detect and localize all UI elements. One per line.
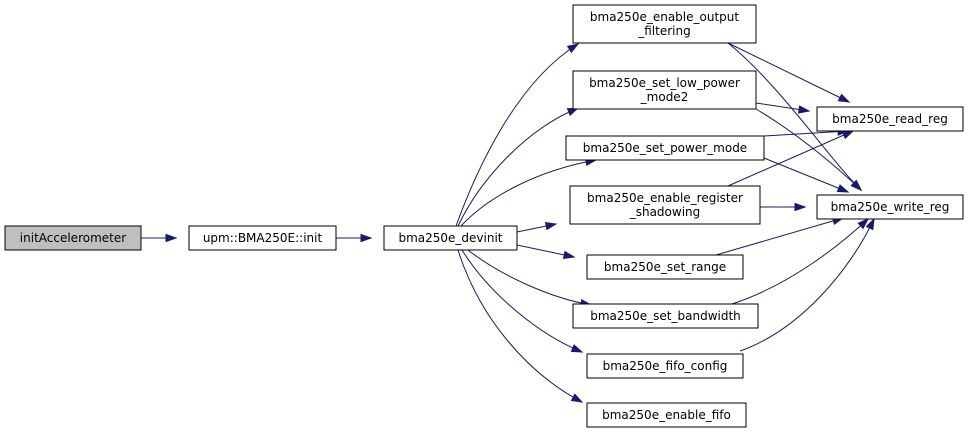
arrowhead-icon [857,217,870,230]
node-set_low_power_mode2[interactable]: bma250e_set_low_power_mode2 [572,70,757,110]
arrowhead-icon [165,233,178,243]
edge-line [467,249,592,306]
node-box[interactable] [383,225,518,251]
node-label: bma250e_set_bandwidth [590,309,741,323]
edge-initAccelerometer-to-init [141,233,178,243]
node-label: bma250e_devinit [398,231,502,245]
node-set_power_mode[interactable]: bma250e_set_power_mode [565,135,765,161]
node-label: bma250e_write_reg [831,200,950,214]
edge-set_bandwidth-to-write_reg [731,217,870,305]
arrowhead-icon [841,130,855,140]
node-box[interactable] [586,353,744,379]
node-box[interactable] [816,106,964,132]
node-box[interactable] [586,254,744,280]
edge-line [460,159,597,227]
node-fifo_config[interactable]: bma250e_fifo_config [586,353,744,379]
node-box[interactable] [565,135,765,161]
edge-devinit-to-enable_output_filtering [455,43,580,227]
arrowhead-icon [797,105,811,114]
arrowhead-icon [850,179,863,192]
edge-line [763,130,849,137]
node-label: initAccelerometer [20,231,126,245]
edge-devinit-to-set_low_power_mode2 [457,107,580,227]
node-enable_register_shadowing[interactable]: bma250e_enable_register_shadowing [569,185,761,225]
node-label: bma250e_set_power_mode [583,141,747,155]
arrowhead-icon [837,93,851,103]
arrowhead-icon [360,233,373,243]
node-label: bma250e_fifo_config [603,359,728,373]
node-box[interactable] [572,70,757,110]
node-label: bma250e_read_reg [832,112,948,126]
node-label: bma250e_set_range [604,260,726,274]
arrowhead-icon [570,344,584,353]
edge-enable_output_filtering-to-read_reg [727,42,851,103]
edge-line [461,249,583,353]
node-label: upm::BMA250E::init [203,231,323,245]
node-set_range[interactable]: bma250e_set_range [586,254,744,280]
edge-set_low_power_mode2-to-write_reg [755,108,863,192]
arrowhead-icon [836,184,850,193]
edge-devinit-to-set_bandwidth [467,249,593,308]
node-box[interactable] [569,185,761,225]
edge-set_low_power_mode2-to-read_reg [755,102,811,114]
edge-line [715,217,844,256]
node-box[interactable] [4,225,142,251]
node-box[interactable] [572,4,757,44]
edge-line [727,42,850,103]
arrowhead-icon [570,393,584,403]
node-label: _shadowing [629,205,701,219]
node-label: bma250e_enable_output [590,10,739,24]
node-label: _mode2 [640,90,689,104]
edge-line [731,218,869,305]
edge-line [727,42,862,191]
edge-line [455,43,579,227]
edge-fifo_config-to-write_reg [739,217,875,352]
edge-enable_register_shadowing-to-write_reg [760,202,807,212]
node-enable_output_filtering[interactable]: bma250e_enable_output_filtering [572,4,757,44]
node-box[interactable] [572,303,759,329]
node-label: bma250e_set_low_power [589,76,740,90]
edges-layer [141,42,875,403]
edge-devinit-to-enable_register_shadowing [516,221,558,233]
edge-devinit-to-enable_fifo [457,249,584,403]
edge-line [457,249,583,403]
node-devinit[interactable]: bma250e_devinit [383,225,518,251]
node-enable_fifo[interactable]: bma250e_enable_fifo [586,402,747,428]
edge-line [755,108,862,191]
node-read_reg[interactable]: bma250e_read_reg [816,106,964,132]
arrowhead-icon [865,217,875,231]
arrowhead-icon [566,43,580,54]
node-initAccelerometer[interactable]: initAccelerometer [4,225,142,251]
arrowhead-icon [794,202,807,212]
node-set_bandwidth[interactable]: bma250e_set_bandwidth [572,303,759,329]
node-label: bma250e_enable_register [587,191,743,205]
edge-set_power_mode-to-write_reg [763,157,850,193]
node-label: bma250e_enable_fifo [602,408,731,422]
node-box[interactable] [188,225,337,251]
node-write_reg[interactable]: bma250e_write_reg [816,194,964,220]
node-init[interactable]: upm::BMA250E::init [188,225,337,251]
node-box[interactable] [816,194,964,220]
arrowhead-icon [544,221,558,231]
edge-line [739,218,875,352]
node-label: _filtering [637,24,690,38]
edge-init-to-devinit [336,233,373,243]
edge-line [457,107,579,227]
edge-line [727,130,854,187]
edge-devinit-to-set_range [516,244,576,259]
edge-line [763,157,849,193]
arrowhead-icon [562,250,576,259]
edge-devinit-to-fifo_config [461,249,584,353]
edge-enable_register_shadowing-to-read_reg [727,130,855,187]
node-box[interactable] [586,402,747,428]
